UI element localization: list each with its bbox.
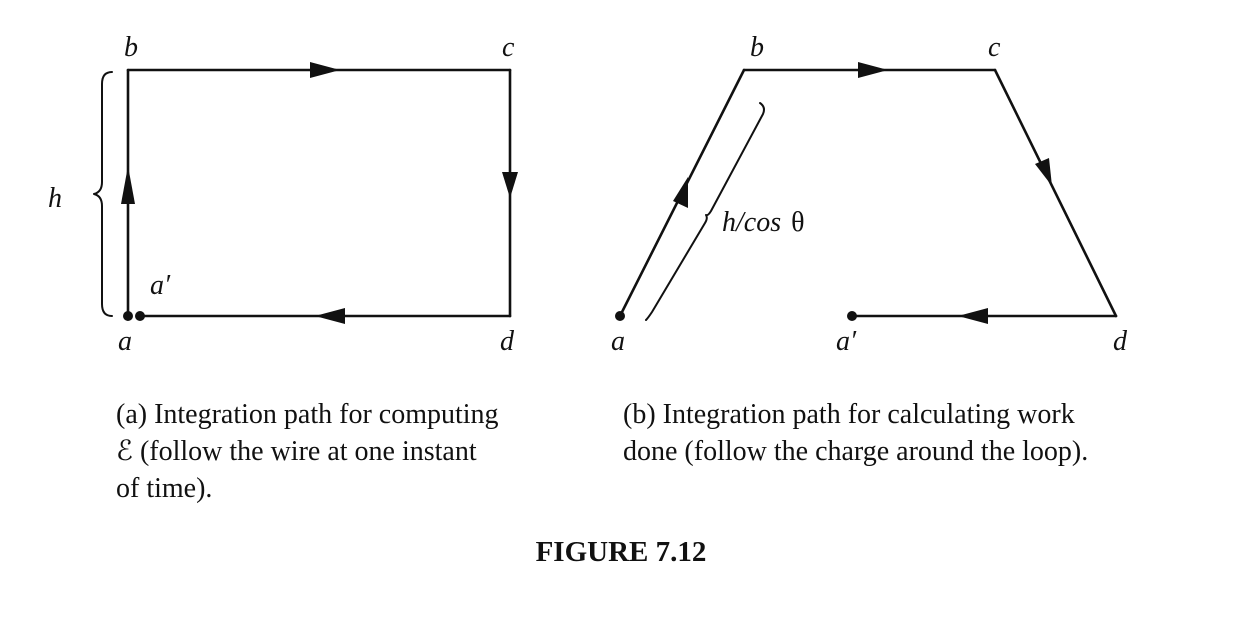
panel-a-arrow-down: [502, 172, 518, 198]
panel-b-label-a: a: [611, 326, 625, 357]
panel-b-loop: [618, 68, 1118, 321]
panel-b-label-d: d: [1113, 326, 1128, 357]
panel-a-label-b: b: [124, 32, 138, 63]
caption-b: (b) Integration path for calculating wor…: [623, 396, 1088, 470]
panel-a-height-brace: [93, 71, 113, 317]
panel-b-dot-a-prime: [847, 311, 857, 321]
panel-b-arrow-right: [858, 62, 888, 78]
panel-b-arrow-left: [958, 308, 988, 324]
panel-b-label-theta: θ: [791, 207, 804, 238]
panel-a-arrow-up: [121, 166, 135, 204]
panel-b-slant-brace: [645, 102, 765, 321]
caption-a-line-3: of time).: [116, 473, 213, 504]
panel-b-arrow-down: [1035, 158, 1052, 186]
figure-title: FIGURE 7.12: [535, 536, 707, 568]
panel-b-label-h-cos: h/cos: [722, 207, 781, 238]
caption-a-line-1: (a) Integration path for computing: [116, 399, 499, 430]
caption-b-line-1: (b) Integration path for calculating wor…: [623, 399, 1075, 430]
panel-b-label-a-prime: a′: [836, 326, 857, 357]
panel-a-dot-a-prime: [135, 311, 145, 321]
panel-b-dot-a: [615, 311, 625, 321]
panel-a-arrow-right: [310, 62, 340, 78]
panel-a-arrow-left: [315, 308, 345, 324]
caption-a: (a) Integration path for computing ℰ (fo…: [116, 396, 499, 507]
panel-b-label-h-cos-theta: h/cos θ: [722, 207, 805, 238]
panel-b-edge-cd: [993, 68, 1118, 318]
panel-a-label-a-prime: a′: [150, 270, 171, 301]
panel-b-arrow-up: [673, 177, 688, 208]
panel-a-label-d: d: [500, 326, 515, 357]
caption-a-line-2: ℰ (follow the wire at one instant: [116, 436, 477, 467]
panel-b-label-c: c: [988, 32, 1001, 63]
panel-a-dot-a: [123, 311, 133, 321]
panel-a-label-c: c: [502, 32, 515, 63]
panel-b-label-b: b: [750, 32, 764, 63]
panel-a-label-h: h: [48, 183, 62, 214]
panel-a-label-a: a: [118, 326, 132, 357]
caption-b-line-2: done (follow the charge around the loop)…: [623, 436, 1089, 467]
